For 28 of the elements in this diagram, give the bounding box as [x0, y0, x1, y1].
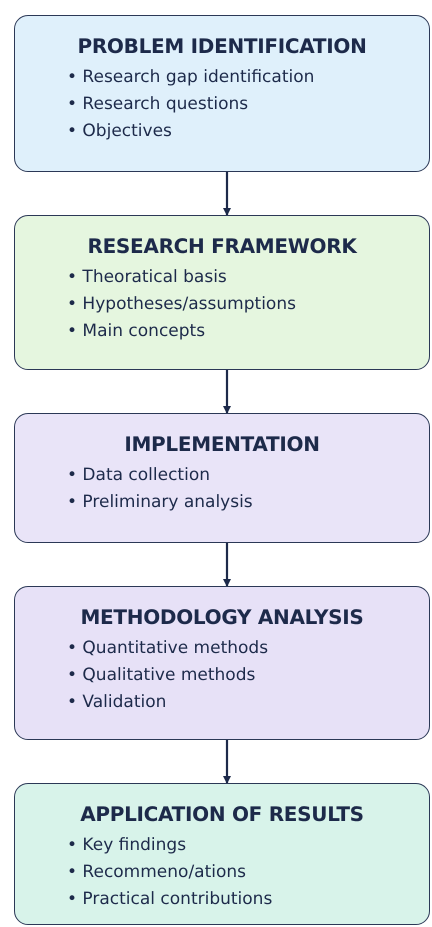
process-box: [14, 15, 430, 172]
box-heading: METHODOLOGY ANALYSIS: [79, 605, 365, 629]
process-box: [14, 783, 430, 925]
bullet-item: • Objectives: [67, 120, 172, 143]
bullet-item: • Key findings: [67, 834, 186, 857]
process-box: [14, 586, 430, 740]
arrow: [223, 172, 231, 216]
process-box: [14, 413, 430, 543]
box-heading: RESEARCH FRAMEWORK: [86, 234, 358, 258]
bullet-item: • Recommeno/ations: [67, 861, 246, 884]
bullet-item: • Qualitative methods: [67, 664, 256, 687]
bullet-item: • Hypotheses/assumptions: [67, 293, 296, 316]
box-heading: APPLICATION OF RESULTS: [79, 802, 365, 826]
bullet-item: • Research gap identification: [67, 66, 314, 89]
box-heading: IMPLEMENTATION: [123, 432, 321, 456]
bullet-item: • Main concepts: [67, 320, 206, 343]
bullet-item: • Practical contributions: [67, 888, 272, 911]
bullet-item: • Validation: [67, 691, 166, 714]
bullet-item: • Theoratical basis: [67, 266, 227, 289]
arrow: [223, 740, 231, 784]
box-heading: PROBLEM IDENTIFICATION: [76, 34, 368, 58]
arrow: [223, 370, 231, 414]
bullet-item: • Research questions: [67, 93, 248, 116]
arrow: [223, 543, 231, 587]
bullet-item: • Data collection: [67, 464, 210, 487]
bullet-item: • Quantitative methods: [67, 637, 268, 660]
process-box: [14, 215, 430, 370]
bullet-item: • Preliminary analysis: [67, 491, 253, 514]
